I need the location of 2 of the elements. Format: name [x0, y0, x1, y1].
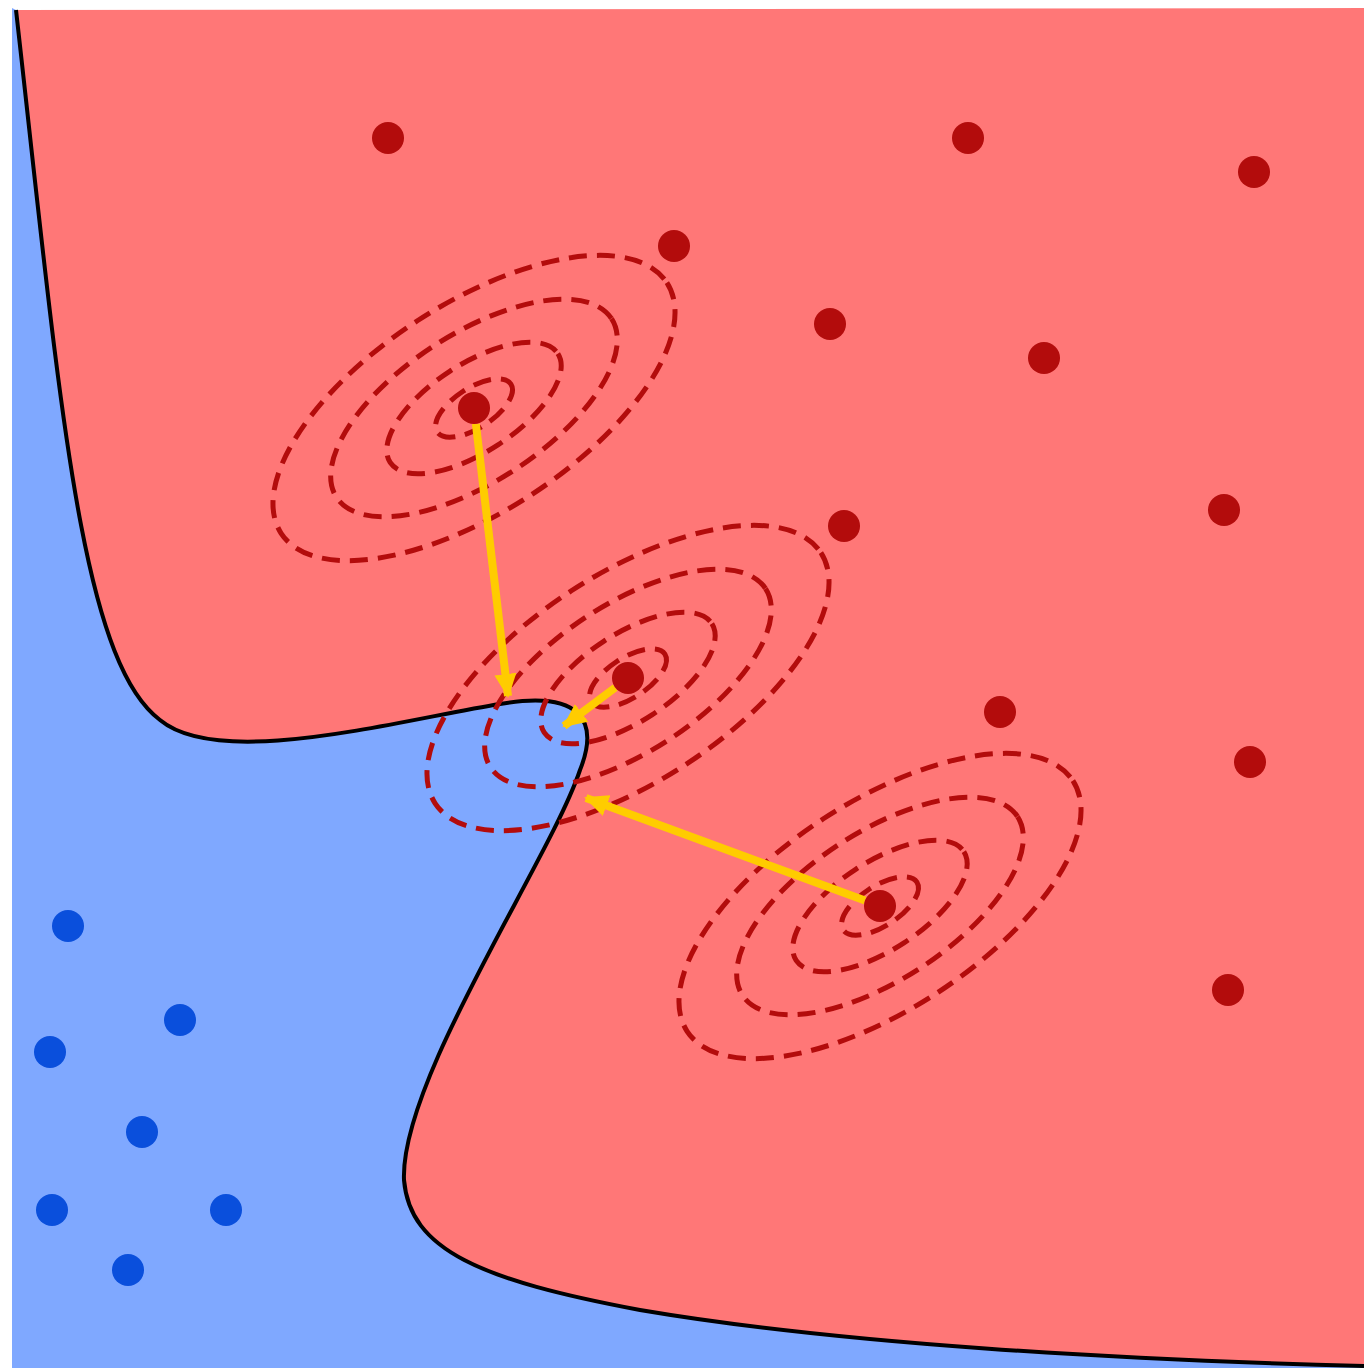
arrow: [561, 684, 618, 730]
arrow: [471, 423, 517, 698]
